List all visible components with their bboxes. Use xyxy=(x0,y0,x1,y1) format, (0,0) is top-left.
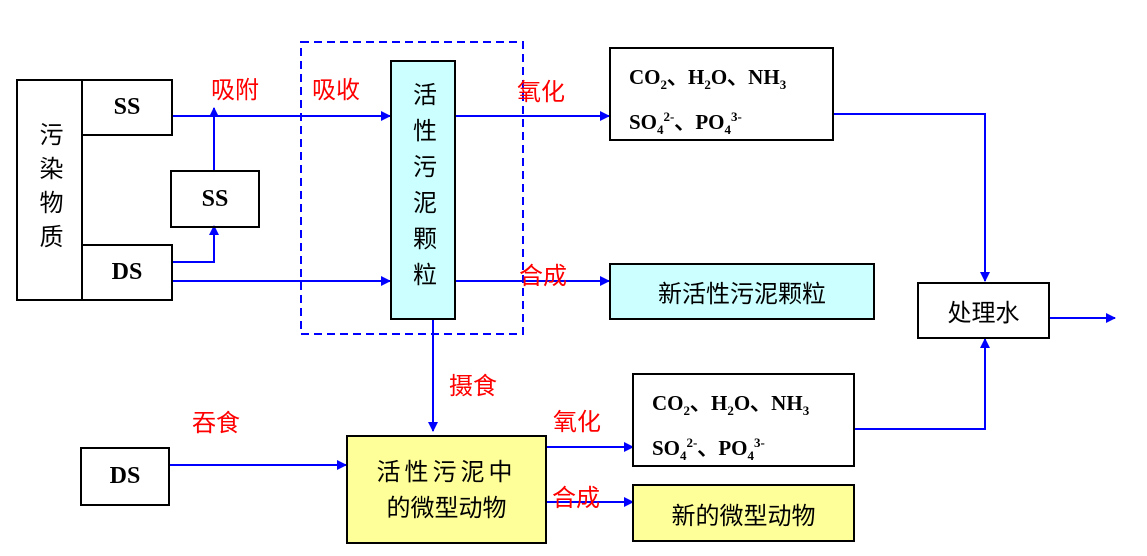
ss-mid-label: SS xyxy=(201,185,229,212)
subscript: 2 xyxy=(727,403,734,419)
products-top-line1: CO2、H2O、NH3 xyxy=(629,65,787,93)
pollutant-label: 污染物质 xyxy=(35,122,63,258)
subscript: 2 xyxy=(683,403,691,419)
subscript: 4 xyxy=(680,448,687,464)
ss-top-label: SS xyxy=(113,94,141,120)
subscript: 4 xyxy=(724,122,732,138)
ds-bottom-box: DS xyxy=(80,447,170,506)
new-micro-animals-label: 新的微型动物 xyxy=(671,501,816,530)
subscript: 4 xyxy=(747,448,755,464)
new-sludge-box: 新活性污泥颗粒 xyxy=(609,263,875,320)
absorption-region xyxy=(300,41,524,335)
ss-mid-box: SS xyxy=(170,170,260,228)
ss-top-box: SS xyxy=(81,79,173,136)
arrow-products2-to-water xyxy=(855,338,990,430)
ds-top-label: DS xyxy=(111,259,143,285)
label-swallow: 吞食 xyxy=(192,409,240,437)
new-sludge-label: 新活性污泥颗粒 xyxy=(658,280,826,308)
pollutant-box: 污染物质 xyxy=(16,79,83,301)
new-micro-animals-box: 新的微型动物 xyxy=(632,484,855,542)
micro-animals-line2: 的微型动物 xyxy=(386,493,507,522)
products-top-line2: SO42-、PO43- xyxy=(629,109,742,138)
label-oxidize-top: 氧化 xyxy=(517,78,565,106)
superscript: 2- xyxy=(663,109,675,125)
ds-top-box: DS xyxy=(81,244,173,301)
treated-water-label: 处理水 xyxy=(947,299,1020,327)
subscript: 3 xyxy=(802,403,810,419)
subscript: 2 xyxy=(660,77,668,93)
label-ingest: 摄食 xyxy=(449,372,497,400)
label-adsorb: 吸附 xyxy=(211,76,259,104)
ds-bottom-label: DS xyxy=(109,463,141,489)
products-bottom-line1: CO2、H2O、NH3 xyxy=(652,391,810,419)
subscript: 4 xyxy=(657,122,664,138)
arrow-ds-to-ss xyxy=(171,225,219,263)
subscript: 2 xyxy=(704,77,711,93)
treated-water-box: 处理水 xyxy=(917,282,1050,339)
arrow-products-to-water xyxy=(833,113,990,282)
superscript: 2- xyxy=(686,435,698,451)
subscript: 3 xyxy=(779,77,787,93)
label-synth-bottom: 合成 xyxy=(552,484,600,512)
superscript: 3- xyxy=(731,109,742,125)
superscript: 3- xyxy=(754,435,765,451)
sludge-particle-label: 活性污泥颗粒 xyxy=(408,82,437,298)
label-absorb: 吸收 xyxy=(312,76,360,104)
label-synth-top: 合成 xyxy=(519,262,567,290)
products-top-box: CO2、H2O、NH3 SO42-、PO43- xyxy=(609,47,834,141)
sludge-particle-box: 活性污泥颗粒 xyxy=(390,60,456,320)
products-bottom-line2: SO42-、PO43- xyxy=(652,435,765,464)
label-oxidize-bottom: 氧化 xyxy=(553,408,601,436)
products-bottom-box: CO2、H2O、NH3 SO42-、PO43- xyxy=(632,373,855,467)
micro-animals-box: 活性污泥中 的微型动物 xyxy=(346,435,547,544)
micro-animals-line1: 活性污泥中 xyxy=(376,457,517,486)
